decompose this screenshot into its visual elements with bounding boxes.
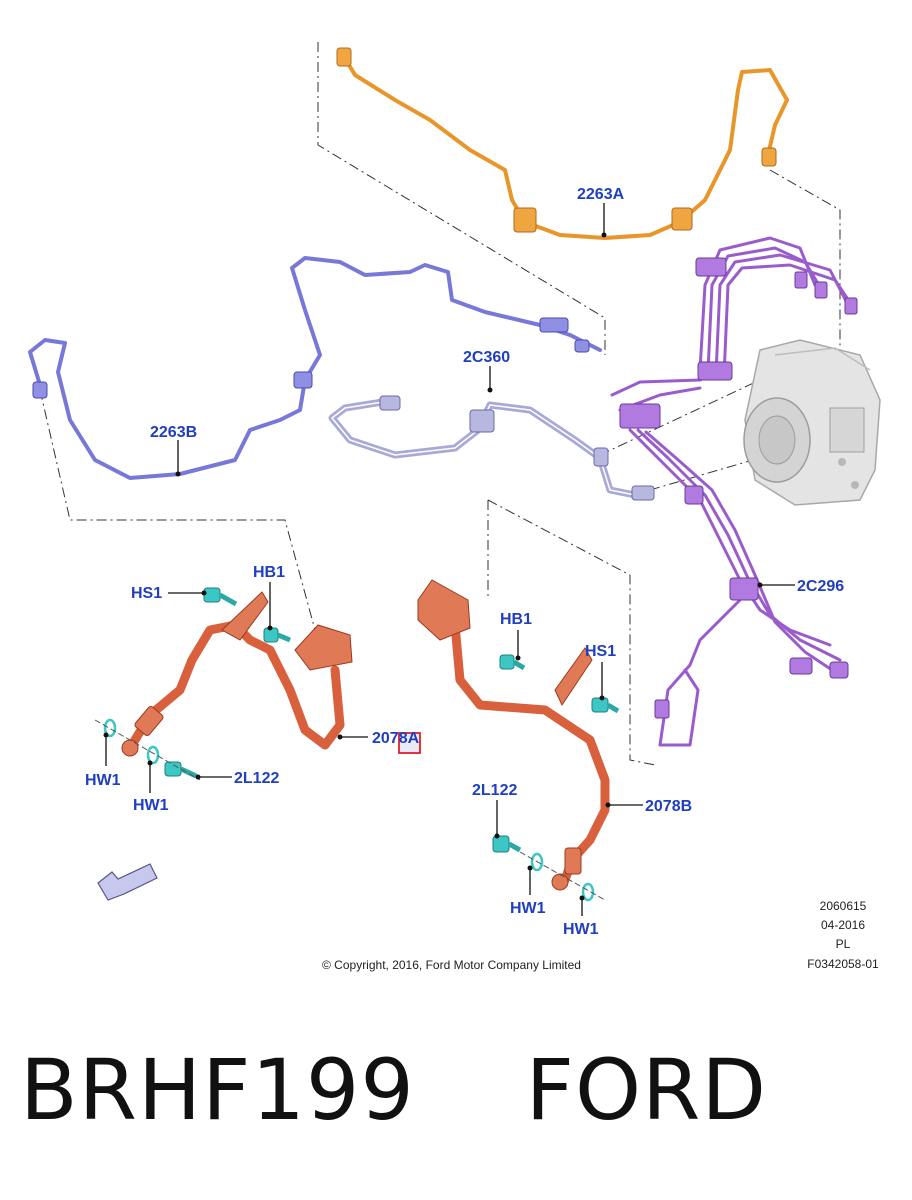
washer-hw1-left-b [146,745,160,765]
brake-line-2263B [28,256,602,480]
brake-lines-diagram: 2263A 2263B 2C360 2C296 HS1 HB1 2078A 2L… [28,42,881,972]
callout-2C360: 2C360 [463,349,510,366]
callout-labels: 2263A 2263B 2C360 2C296 HS1 HB1 2078A 2L… [85,186,844,938]
washer-hw1-right-a [530,852,544,872]
figure-meta: 2060615 04-2016 PL F0342058-01 © Copyrig… [322,899,879,972]
washer-hw1-left-a [103,718,117,738]
callout-2C296: 2C296 [797,578,844,595]
copyright-text: © Copyright, 2016, Ford Motor Company Li… [322,958,581,972]
callout-hw1-left-a: HW1 [85,772,121,789]
callout-hs1-right: HS1 [585,643,616,660]
bolt-hs1-left [203,587,238,607]
callout-hw1-right-b: HW1 [563,921,599,938]
bolt-hb1-left [263,627,291,643]
alignment-lines [39,42,841,766]
callout-2l122-left: 2L122 [234,770,279,787]
callout-2263B: 2263B [150,424,197,441]
direction-arrow-icon [97,863,158,901]
brake-line-2263A [336,47,789,240]
callout-hb1-left: HB1 [253,564,285,581]
meta-date: 04-2016 [821,918,865,932]
callout-hs1-left: HS1 [131,585,162,602]
leader-lines [103,203,795,916]
brake-hose-2078B [417,579,610,891]
meta-figure-id: F0342058-01 [807,957,879,971]
highlight-box [398,732,421,754]
fasteners [94,587,620,902]
bolt-hb1-right [499,654,526,671]
callout-2l122-right: 2L122 [472,782,517,799]
part-number: BRHF199 [20,1041,415,1139]
callout-hb1-right: HB1 [500,611,532,628]
brake-line-2C360 [328,395,655,501]
brake-lines-2C296 [610,236,858,747]
callout-2078B: 2078B [645,798,692,815]
abs-module [743,339,881,506]
brand-name: FORD [525,1041,768,1139]
meta-lang: PL [836,937,851,951]
bolt-hs1-right [591,697,620,714]
washer-hw1-right-b [581,882,595,902]
callout-2078A: 2078A [372,730,420,747]
meta-code: 2060615 [820,899,867,913]
callout-2263A: 2263A [577,186,625,203]
label-gap [415,1041,526,1139]
bolt-2l122-right [492,835,522,853]
brake-hose-2078A [121,591,353,757]
bolt-2l122-left [164,761,198,779]
part-label: BRHF199 FORD [20,1048,767,1132]
callout-hw1-right-a: HW1 [510,900,546,917]
callout-hw1-left-b: HW1 [133,797,169,814]
